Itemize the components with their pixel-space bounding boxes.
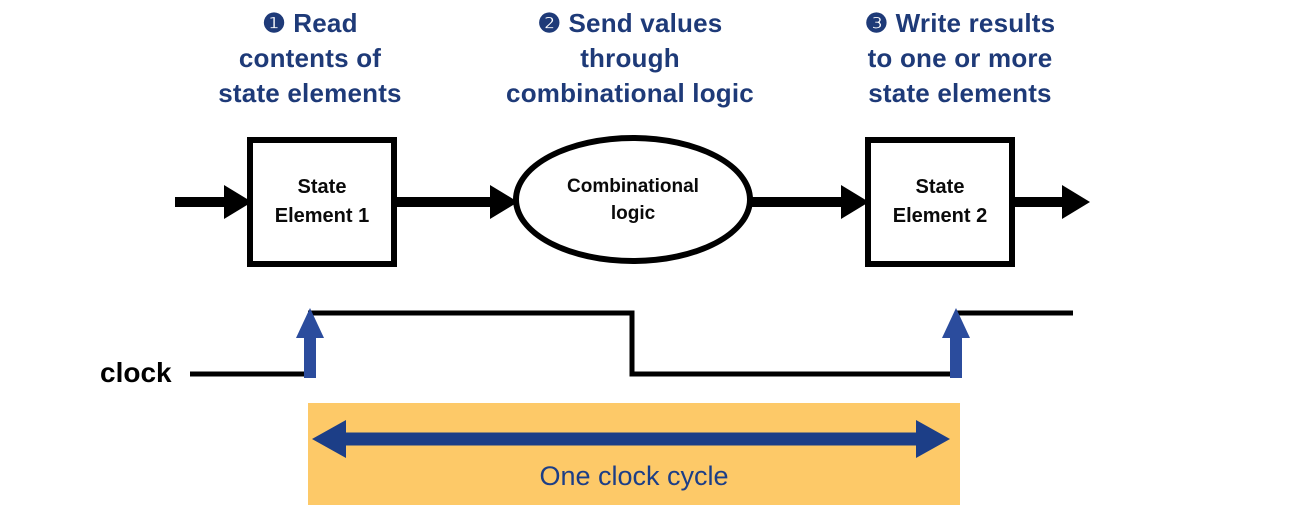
state-element-2-label-line-2: Element 2 xyxy=(892,205,988,227)
combinational-logic-label-line-1: Combinational xyxy=(567,175,699,197)
step-3-heading: ❸ Write results to one or more state ele… xyxy=(800,6,1120,111)
step-1-line-3: state elements xyxy=(218,78,402,108)
clock-label: clock xyxy=(100,357,172,388)
state-element-2-label-line-1: State xyxy=(915,176,965,198)
combinational-logic-label-line-2: logic xyxy=(610,202,656,224)
step-2-line-1: ❷ Send values xyxy=(537,8,723,38)
step-1-line-1: ❶ Read xyxy=(262,8,358,38)
step-2-heading: ❷ Send values through combinational logi… xyxy=(455,6,805,111)
step-3-line-1: ❸ Write results xyxy=(864,8,1056,38)
step-3-line-3: state elements xyxy=(868,78,1052,108)
step-3-line-2: to one or more xyxy=(867,43,1053,73)
flow-arrow-input-icon xyxy=(175,185,252,219)
step-1-heading: ❶ Read contents of state elements xyxy=(175,6,445,111)
step-1-line-2: contents of xyxy=(238,43,382,73)
step-2-line-2: through xyxy=(580,43,680,73)
rising-edge-arrow-2-icon xyxy=(942,308,970,378)
clock-cycle-band: One clock cycle xyxy=(308,403,960,505)
cycle-double-arrow-icon xyxy=(312,420,950,458)
state-element-2-box: State Element 2 xyxy=(865,137,1015,267)
clock-waveform xyxy=(190,310,1073,377)
rising-edge-arrow-1-icon xyxy=(296,308,324,378)
step-2-line-3: combinational logic xyxy=(506,78,754,108)
one-clock-cycle-label: One clock cycle xyxy=(539,461,729,491)
state-element-1-box: State Element 1 xyxy=(247,137,397,267)
state-element-1-label-line-1: State xyxy=(297,176,347,198)
state-element-1-label-line-2: Element 1 xyxy=(274,205,370,227)
flow-arrow-output-icon xyxy=(1013,185,1090,219)
flow-arrow-logic-to-state2-icon xyxy=(748,185,869,219)
combinational-logic-ellipse: Combinational logic xyxy=(513,135,753,264)
flow-arrow-state1-to-logic-icon xyxy=(395,185,518,219)
